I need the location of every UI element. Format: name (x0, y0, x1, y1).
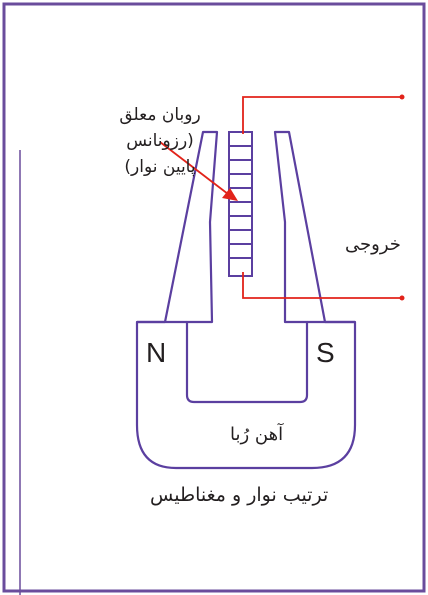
ribbon-label-line2: (رزونانس (126, 131, 194, 151)
output-label: خروجی (345, 234, 401, 255)
output-terminal-bottom (399, 295, 405, 301)
ribbon-label: روبان معلق (رزونانس پایین نوار) (100, 102, 220, 180)
south-pole-label: S (316, 337, 335, 368)
ribbon-pointer-arrow (159, 141, 229, 195)
ribbon-pointer-arrowhead (222, 188, 238, 201)
magnet-label: آهن رُبا (230, 424, 284, 445)
suspended-ribbon (228, 131, 253, 277)
output-wire-bottom (242, 272, 402, 299)
output-wire-top (242, 96, 402, 134)
horseshoe-magnet-outline (135, 130, 357, 470)
north-pole-label: N (146, 337, 167, 368)
ribbon-label-line1: روبان معلق (119, 105, 201, 125)
ribbon-label-line3: پایین نوار) (124, 157, 196, 177)
output-terminal-top (399, 94, 405, 100)
figure-caption: ترتیب نوار و مغناطیس (150, 484, 329, 506)
